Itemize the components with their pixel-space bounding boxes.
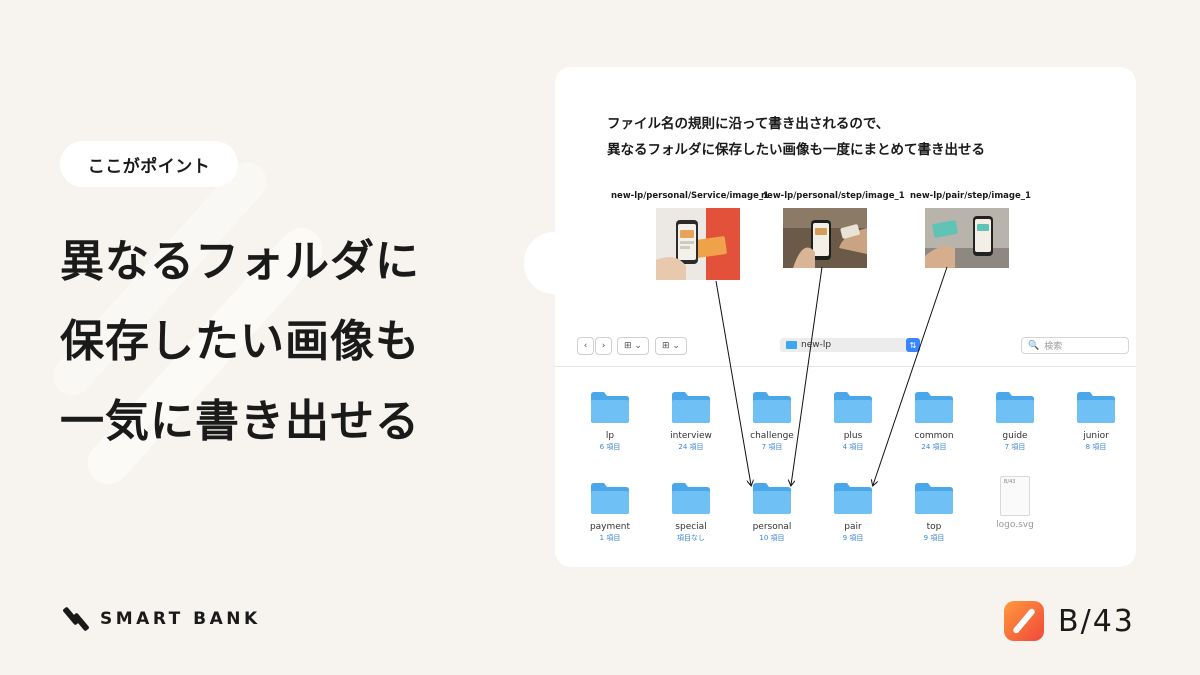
toolbar-divider [555,366,1136,367]
folder-item-count: 1 項目 [599,534,621,542]
folder-name: junior [1083,431,1109,441]
headline: 異なるフォルダに 保存したい画像も 一気に書き出せる [60,222,530,462]
folder-name: payment [589,522,631,532]
back-button[interactable]: ‹ [577,337,594,355]
folder-item-count: 9 項目 [923,534,945,542]
folder-payment[interactable]: payment 1 項目 [580,480,640,543]
folder-item-count: 6 項目 [599,443,621,451]
svg-preview-icon: B/43 [1000,476,1030,516]
folder-name: plus [843,431,863,441]
folder-name: top [926,522,942,532]
folder-item-count: 24 項目 [921,443,947,451]
sync-icon[interactable]: ⇅ [906,338,920,352]
file-logo-svg[interactable]: B/43 logo.svg [985,476,1045,530]
folder-name: interview [670,431,712,441]
folder-item-count: 7 項目 [761,443,783,451]
headline-line-3: 一気に書き出せる [60,396,420,447]
arrow-1 [715,280,751,485]
file-name: logo.svg [996,520,1034,530]
explanation-card: ファイル名の規則に沿って書き出されるので、 異なるフォルダに保存したい画像も一度… [555,67,1136,567]
folder-icon [672,392,710,423]
folder-lp[interactable]: lp 6 項目 [580,389,640,452]
path-text: new-lp [801,340,832,350]
folder-icon [834,483,872,514]
group-button[interactable]: ⊞ ⌄ [655,337,687,355]
folder-name: personal [752,522,792,532]
folder-name: guide [1002,431,1028,441]
folder-personal[interactable]: personal 10 項目 [742,480,802,543]
photo-phone-pair-icon [925,208,1009,268]
point-badge: ここがポイント [60,141,238,187]
folder-icon [1077,392,1115,423]
photo-phone-hands-icon [783,208,867,268]
folder-challenge[interactable]: challenge 7 項目 [742,389,802,452]
folder-icon [996,392,1034,423]
finder-toolbar: ‹ › ⊞ ⌄ ⊞ ⌄ new-lp ⇅ 🔍 検索 [577,337,1129,355]
folder-plus[interactable]: plus 4 項目 [823,389,883,452]
folder-item-count: 7 項目 [1004,443,1026,451]
folder-icon [672,483,710,514]
folder-icon [753,483,791,514]
folder-common[interactable]: common 24 項目 [904,389,964,452]
view-mode-button[interactable]: ⊞ ⌄ [617,337,649,355]
folder-name: pair [844,522,862,532]
b43-app-icon [1004,601,1044,641]
folder-item-count: 8 項目 [1085,443,1107,451]
description-line-2: 異なるフォルダに保存したい画像も一度にまとめて書き出せる [607,142,985,158]
search-input[interactable]: 🔍 検索 [1021,337,1129,354]
b43-logo-text: B/43 [1058,603,1135,639]
folder-special[interactable]: special 項目なし [661,480,721,543]
folder-item-count: 4 項目 [842,443,864,451]
folder-name: lp [605,431,615,441]
card-description: ファイル名の規則に沿って書き出されるので、 異なるフォルダに保存したい画像も一度… [607,111,985,163]
folder-name: challenge [750,431,794,441]
image-path-label-2: new-lp/personal/step/image_1 [761,191,905,201]
photo-phone-card-icon [656,208,740,280]
brand-name: SMART BANK [100,609,261,629]
folder-item-count: 10 項目 [759,534,785,542]
folder-item-count: 項目なし [677,534,705,542]
folder-junior[interactable]: junior 8 項目 [1066,389,1126,452]
forward-button[interactable]: › [595,337,612,355]
headline-line-2: 保存したい画像も [60,316,420,367]
folder-icon [591,483,629,514]
image-path-label-1: new-lp/personal/Service/image_1 [611,191,770,201]
brand-logo: SMART BANK [62,606,261,632]
folder-icon [915,392,953,423]
smartbank-mark-icon [62,606,90,632]
arrow-2 [791,266,823,485]
b43-logo: B/43 [1004,601,1135,641]
folder-icon [591,392,629,423]
folder-top[interactable]: top 9 項目 [904,480,964,543]
folder-item-count: 24 項目 [678,443,704,451]
folder-name: common [914,431,954,441]
search-icon: 🔍 [1028,340,1040,351]
path-field[interactable]: new-lp ⇅ [780,338,920,352]
folder-pair[interactable]: pair 9 項目 [823,480,883,543]
arrow-3 [873,266,948,485]
folder-icon [753,392,791,423]
search-placeholder: 検索 [1044,342,1063,352]
description-line-1: ファイル名の規則に沿って書き出されるので、 [607,116,890,132]
headline-line-1: 異なるフォルダに [60,236,420,287]
folder-guide[interactable]: guide 7 項目 [985,389,1045,452]
folder-item-count: 9 項目 [842,534,864,542]
image-path-label-3: new-lp/pair/step/image_1 [910,191,1031,201]
folder-interview[interactable]: interview 24 項目 [661,389,721,452]
folder-icon [915,483,953,514]
folder-icon [834,392,872,423]
folder-mini-icon [786,341,797,349]
folder-name: special [675,522,707,532]
